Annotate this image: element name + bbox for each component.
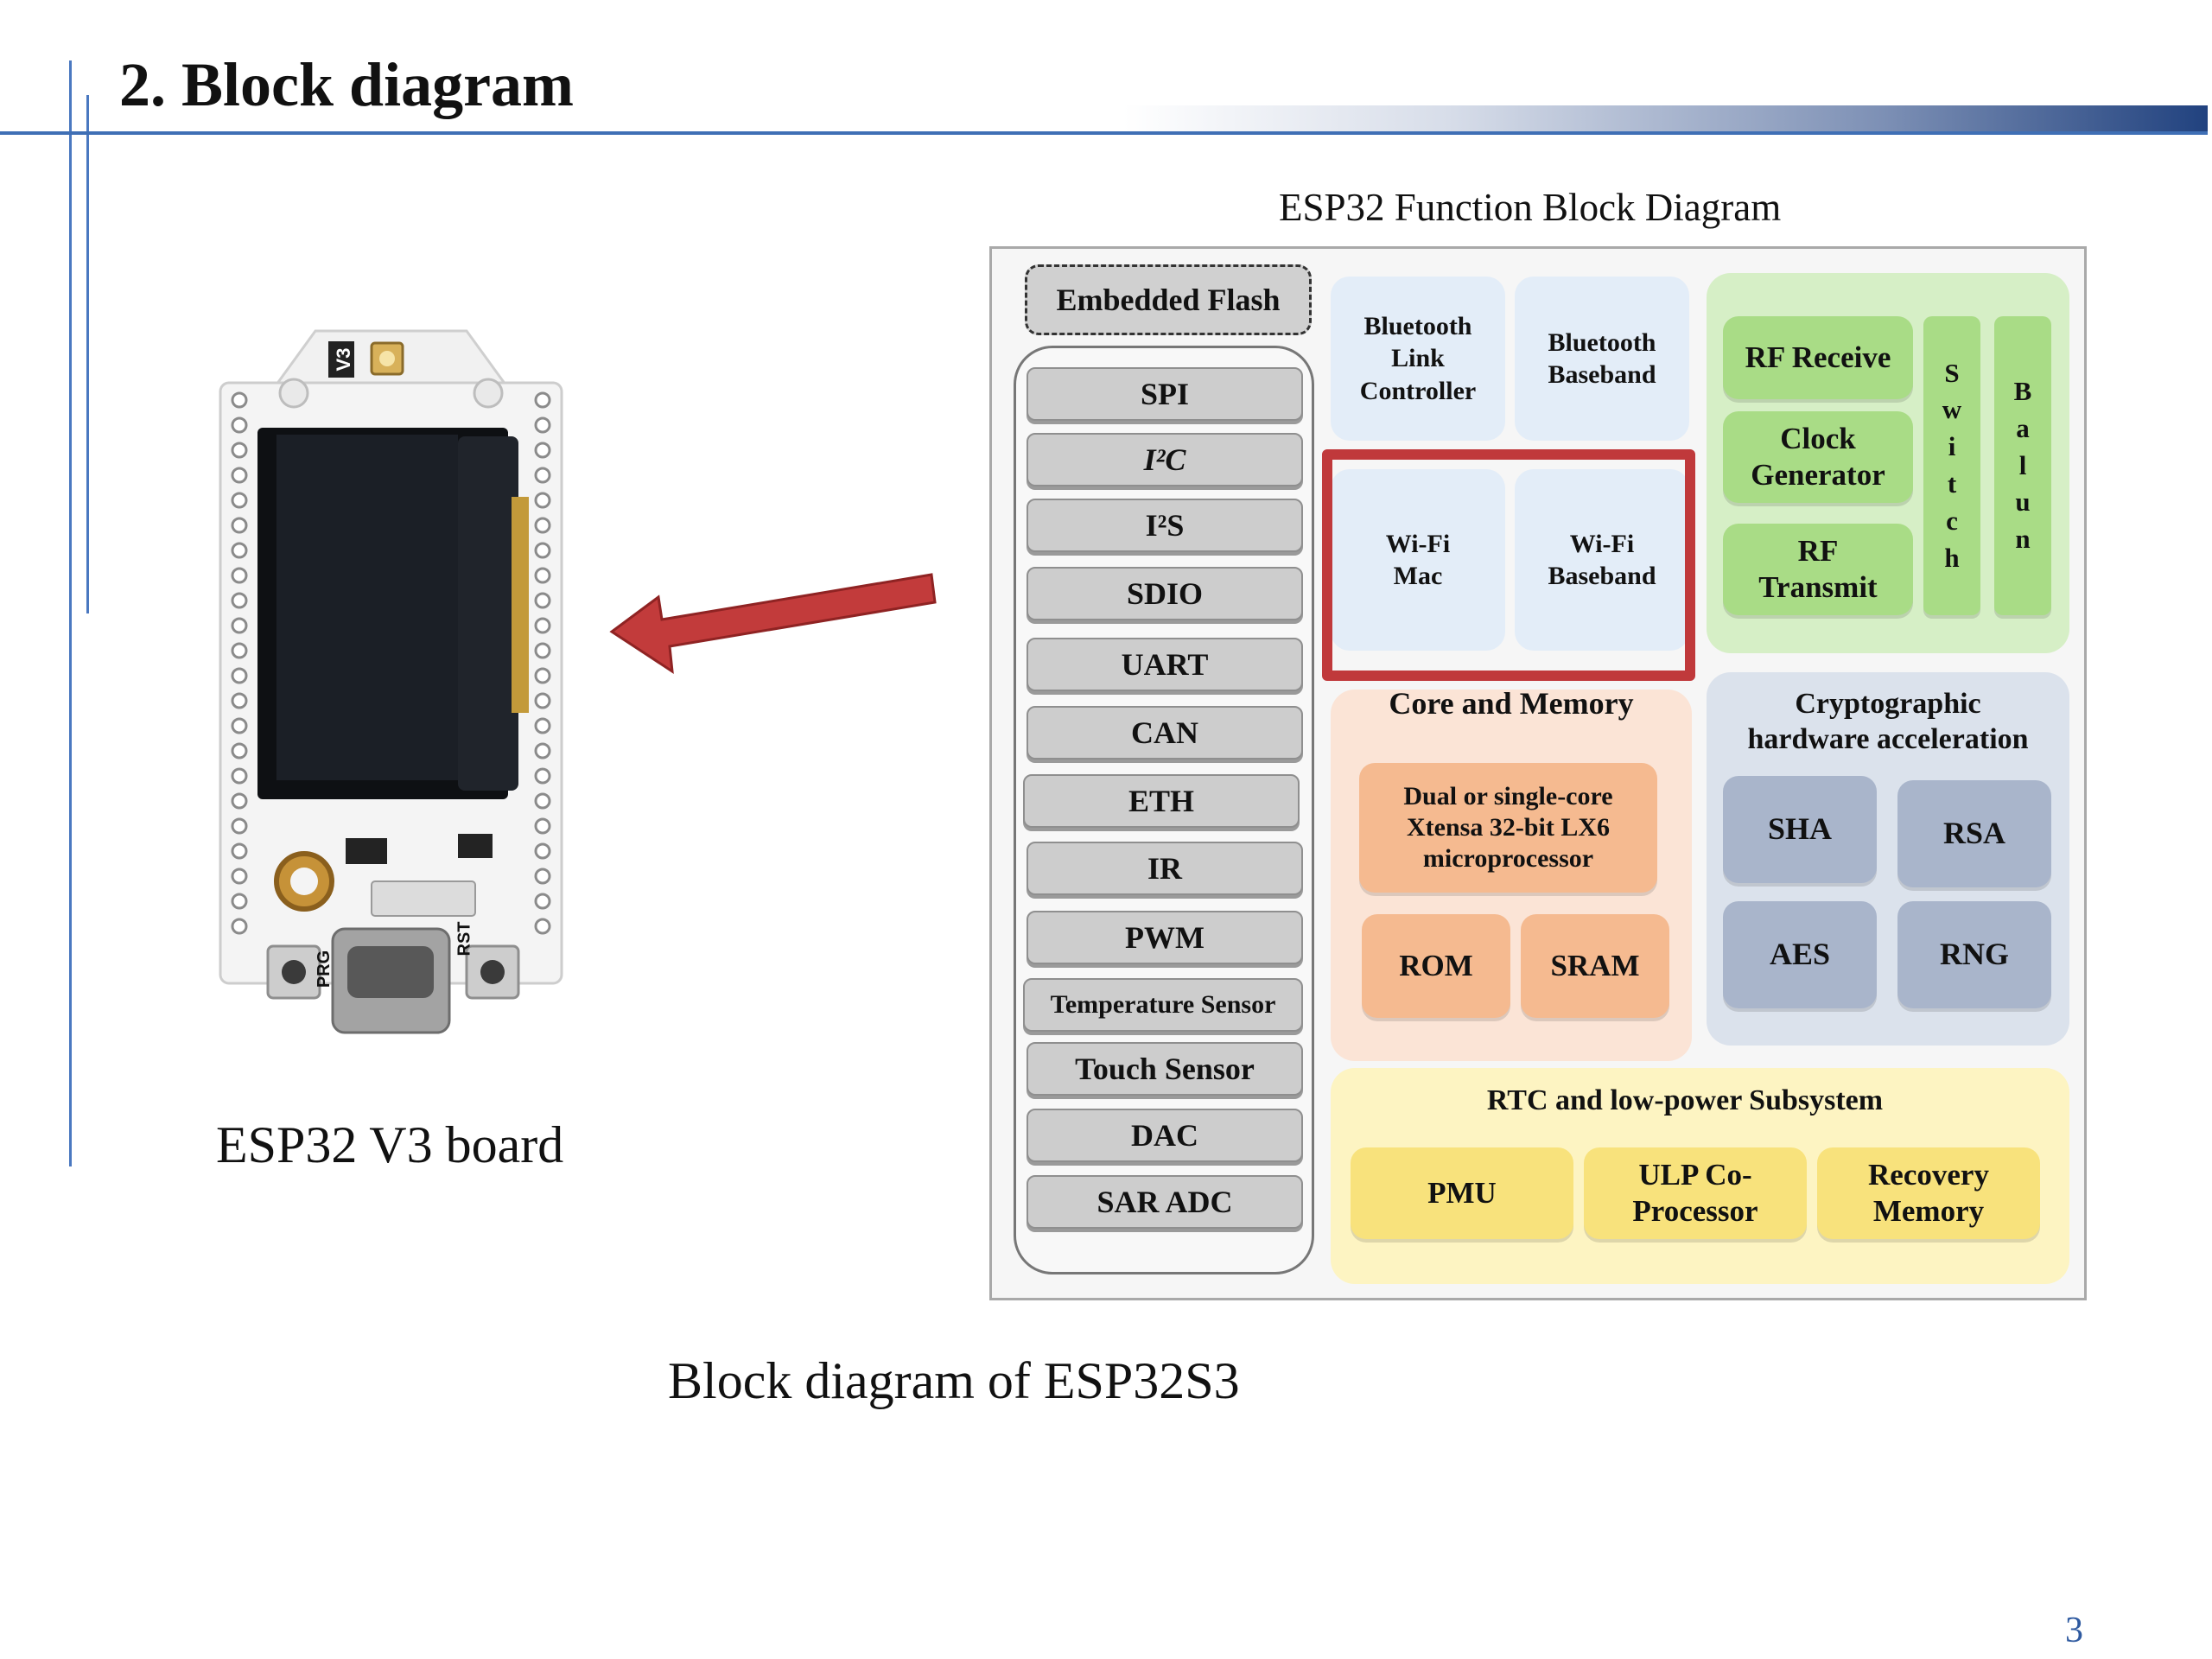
- title-gradient-bar: [1123, 105, 2208, 135]
- peripheral-i2s: I²S: [1027, 499, 1303, 552]
- wifi-highlight-box: [1322, 449, 1695, 681]
- board-caption: ESP32 V3 board: [216, 1116, 564, 1173]
- peripheral-ir: IR: [1027, 842, 1303, 895]
- diagram-title: ESP32 Function Block Diagram: [1279, 186, 1782, 229]
- peripheral-eth: ETH: [1023, 774, 1300, 828]
- pmu-box: PMU: [1351, 1147, 1573, 1239]
- sram-box: SRAM: [1521, 914, 1669, 1018]
- peripheral-spi: SPI: [1027, 367, 1303, 421]
- rf-transmit-box: RF Transmit: [1723, 524, 1913, 615]
- peripheral-touch-sensor: Touch Sensor: [1027, 1042, 1303, 1096]
- peripheral-sar-adc: SAR ADC: [1027, 1175, 1303, 1229]
- slide-title: 2. Block diagram: [119, 50, 575, 119]
- diagram-frame: Embedded Flash SPI I²C I²S SDIO UART CAN…: [989, 246, 2087, 1300]
- board-version-label: V3: [333, 347, 354, 372]
- rtc-label: RTC and low-power Subsystem: [1486, 1084, 1884, 1116]
- peripheral-dac: DAC: [1027, 1109, 1303, 1162]
- peripheral-pwm: PWM: [1027, 911, 1303, 964]
- esp32-board-illustration: [219, 329, 563, 1034]
- wifi-baseband-box: Wi-Fi Baseband: [1515, 469, 1689, 651]
- crypto-label: Cryptographic hardware acceleration: [1747, 688, 2029, 755]
- wifi-mac-box: Wi-Fi Mac: [1331, 469, 1505, 651]
- bluetooth-link-controller-box: Bluetooth Link Controller: [1331, 276, 1505, 441]
- peripheral-uart: UART: [1027, 638, 1303, 691]
- rf-receive-box: RF Receive: [1723, 316, 1913, 399]
- cpu-box: Dual or single-core Xtensa 32-bit LX6 mi…: [1359, 763, 1657, 893]
- sha-box: SHA: [1723, 776, 1877, 883]
- peripheral-i2c: I²C: [1027, 433, 1303, 486]
- clock-generator-box: Clock Generator: [1723, 411, 1913, 503]
- rsa-box: RSA: [1897, 780, 2051, 887]
- peripheral-temperature-sensor: Temperature Sensor: [1023, 978, 1303, 1032]
- diagram-caption: Block diagram of ESP32S3: [668, 1352, 1240, 1409]
- aes-box: AES: [1723, 901, 1877, 1008]
- page-number: 3: [2065, 1611, 2083, 1650]
- board-prg-label: PRG: [315, 950, 334, 988]
- left-arrow-icon: [605, 566, 942, 678]
- recovery-memory-box: Recovery Memory: [1817, 1147, 2040, 1239]
- core-memory-label: Core and Memory: [1389, 686, 1634, 721]
- peripherals-container: SPI I²C I²S SDIO UART CAN ETH IR PWM Tem…: [1014, 346, 1314, 1274]
- peripheral-can: CAN: [1027, 706, 1303, 760]
- ulp-coprocessor-box: ULP Co-Processor: [1584, 1147, 1807, 1239]
- board-rst-label: RST: [454, 921, 474, 957]
- embedded-flash-box: Embedded Flash: [1025, 264, 1312, 335]
- title-underline: [0, 131, 2208, 135]
- rng-box: RNG: [1897, 901, 2051, 1008]
- left-accent-line: [69, 60, 72, 1166]
- rom-box: ROM: [1362, 914, 1510, 1018]
- board-image: V3 PRG RST: [216, 324, 570, 1041]
- left-accent-line-inner: [86, 95, 89, 613]
- bluetooth-baseband-box: Bluetooth Baseband: [1515, 276, 1689, 441]
- peripheral-sdio: SDIO: [1027, 567, 1303, 620]
